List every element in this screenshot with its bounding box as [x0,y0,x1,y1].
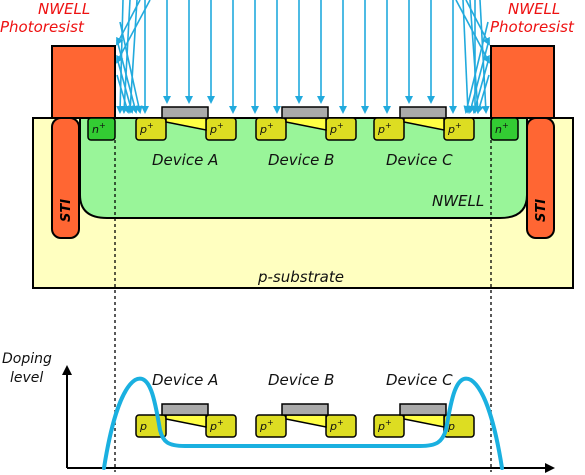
region-labels-top: n+ n+ p+ p+ p+ p+ p+ p+ [92,121,509,136]
n-plus-left [87,117,116,141]
substrate-label: p-substrate [257,268,344,286]
svg-text:p+: p+ [259,121,274,136]
photoresist-left-label-1: NWELL [38,0,90,18]
svg-text:p: p [139,420,147,433]
doping-label-1: Doping [2,351,52,367]
n-plus-right [490,117,519,141]
svg-text:p+: p+ [209,121,224,136]
photoresist-right-label-2: Photoresist [490,18,575,36]
doping-profile-curve [102,376,504,470]
device-a-label-top: Device A [152,151,218,169]
photoresist-left [51,45,116,119]
svg-text:n+: n+ [92,121,106,136]
sti-right-label: STI [534,199,549,222]
device-a-label-bottom: Device A [152,371,218,389]
sti-left-label: STI [59,199,74,222]
svg-text:p+: p+ [329,121,344,136]
nwell-label: NWELL [432,192,484,210]
svg-text:p+: p+ [329,418,344,433]
svg-text:p+: p+ [447,121,462,136]
svg-text:p+: p+ [259,418,274,433]
photoresist-left-label-2: Photoresist [0,18,85,36]
device-a-bottom [135,403,237,438]
implant-arrows [116,0,490,114]
device-c-top [373,106,475,141]
doping-label-2: level [10,370,43,386]
svg-text:p+: p+ [377,121,392,136]
svg-text:p+: p+ [139,121,154,136]
device-b-label-top: Device B [268,151,334,169]
svg-text:p+: p+ [209,418,224,433]
device-b-top [255,106,357,141]
svg-text:n+: n+ [495,121,509,136]
device-c-label-top: Device C [386,151,453,169]
device-c-bottom [373,403,475,438]
svg-text:p+: p+ [377,418,392,433]
device-c-label-bottom: Device C [386,371,453,389]
device-b-label-bottom: Device B [268,371,334,389]
photoresist-right-label-1: NWELL [508,0,560,18]
svg-text:p: p [447,420,455,433]
device-b-bottom [255,403,357,438]
device-a-top [135,106,237,141]
photoresist-right [490,45,555,119]
region-labels-bottom: p p+ p+ p+ p+ p [139,418,455,433]
